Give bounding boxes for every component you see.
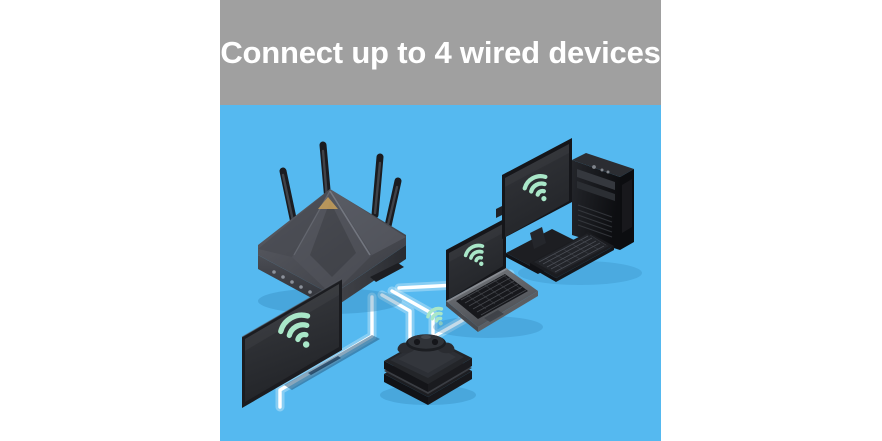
monitor-screen (505, 144, 569, 237)
monitor-port (496, 206, 502, 218)
router-logo (318, 197, 338, 209)
tower-drive-bays (577, 169, 615, 201)
pc-tower (572, 153, 634, 250)
tower-buttons (592, 165, 610, 174)
wifi-icon (522, 174, 548, 202)
router-led-indicators (272, 270, 312, 294)
desktop-keyboard (530, 232, 614, 282)
header-band (220, 0, 661, 105)
wifi-icon (463, 243, 485, 266)
monitor-neck (530, 227, 546, 249)
laptop-trackpad (484, 310, 504, 322)
antenna-3 (371, 153, 384, 219)
router-ports (370, 263, 404, 282)
router-antennas (279, 141, 402, 239)
device-tv (236, 274, 341, 414)
tv-screen (245, 284, 339, 402)
illustration-scene (220, 105, 661, 441)
tower-top (572, 153, 634, 177)
tower-vents (577, 204, 613, 238)
monitor-base (506, 229, 584, 270)
network-diagram (241, 138, 642, 412)
laptop-key-columns (466, 274, 522, 310)
laptop-keyboard (456, 274, 528, 319)
wifi-icon (426, 306, 444, 326)
banner-panel: Connect up to 4 wired devices (220, 0, 661, 441)
page-title: Connect up to 4 wired devices (220, 34, 661, 70)
device-router (254, 138, 422, 258)
laptop (433, 218, 543, 338)
game-controller (397, 334, 455, 354)
router-facets (258, 189, 406, 295)
device-desktop (494, 138, 636, 283)
router-right-face (332, 245, 406, 309)
antenna-1 (279, 167, 298, 227)
game-console (380, 306, 476, 405)
keyboard-key-columns (544, 234, 607, 269)
wifi-icon (278, 312, 311, 348)
television (241, 278, 380, 408)
desktop-computer (496, 138, 642, 285)
